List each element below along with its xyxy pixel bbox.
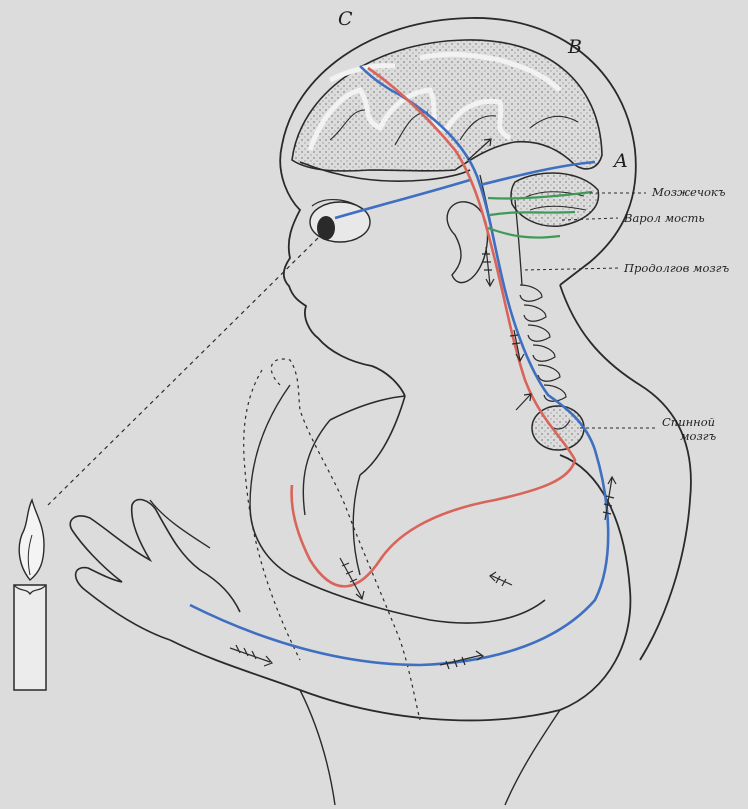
flame	[19, 500, 44, 580]
spinal-cord-section	[532, 406, 584, 450]
hand	[70, 500, 240, 640]
label-leader-lines	[525, 193, 656, 428]
lower-body-outline	[300, 690, 560, 805]
label-cerebellum: Мозжечокъ	[652, 186, 725, 199]
label-medulla: Продолгов мозгъ	[624, 262, 729, 275]
label-letter-b: B	[568, 36, 582, 58]
label-spinal-cord-1: Спинной	[662, 416, 715, 429]
neck-front-outline	[330, 396, 405, 475]
label-pons: Варол мость	[624, 212, 705, 225]
eye	[310, 200, 370, 242]
cerebellum	[511, 173, 599, 226]
label-spinal-cord-2: мозгъ	[680, 430, 716, 443]
sight-line	[48, 238, 318, 505]
thumb	[150, 500, 210, 548]
arm-outline-upper	[170, 455, 630, 720]
face-profile	[280, 145, 405, 396]
dotted-previous-arm	[244, 359, 420, 720]
cerebrum	[292, 40, 602, 181]
label-letter-c: C	[338, 8, 353, 30]
label-letter-a: A	[614, 150, 628, 172]
candle	[14, 585, 46, 690]
neck-back-outline	[560, 285, 691, 660]
